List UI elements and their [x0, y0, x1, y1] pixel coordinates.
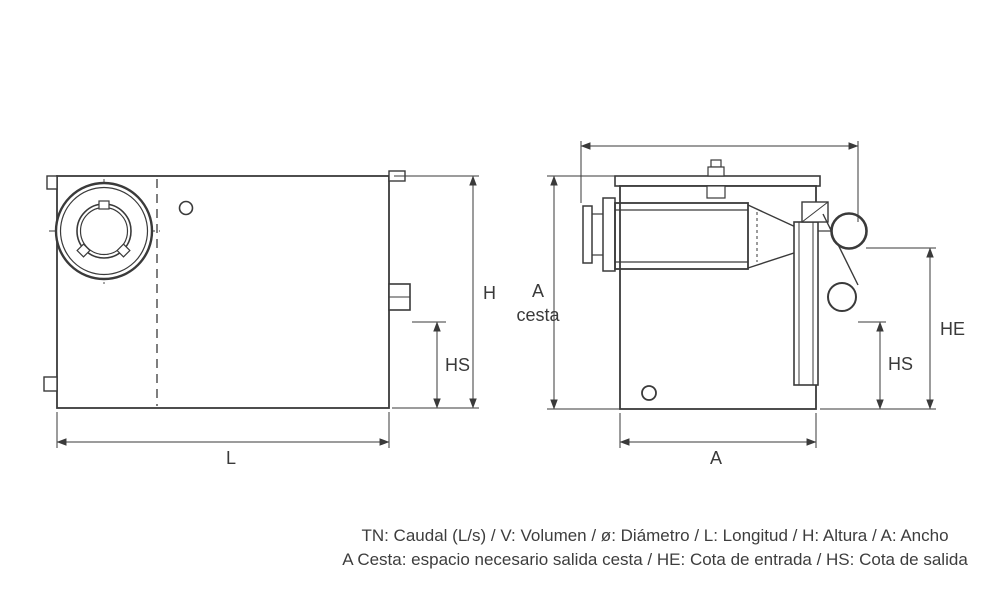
- dim-l: L: [56, 412, 390, 468]
- basket: [582, 197, 749, 272]
- front-view: A cesta HE HS A: [516, 141, 965, 468]
- legend-line-1: TN: Caudal (L/s) / V: Volumen / ø: Diáme…: [361, 526, 949, 545]
- dim-he: HE: [820, 247, 965, 410]
- dim-a-cesta-label-line2: cesta: [516, 305, 560, 325]
- side-view: H HS L: [43, 170, 496, 468]
- elbow-diagonal: [822, 213, 859, 286]
- lifting-lug-left: [46, 175, 58, 190]
- dim-basket-clearance: [580, 141, 859, 222]
- pipe-connections: [801, 201, 868, 312]
- wall-bracket: [43, 376, 58, 392]
- standpipe: [793, 221, 819, 386]
- basket-end-plate: [602, 197, 616, 272]
- pipe-top-fitting-diagonal: [801, 201, 829, 223]
- flange-outer-ring: [54, 181, 154, 281]
- dim-hs-front: HS: [858, 321, 913, 410]
- outlet-stub-side: [388, 283, 411, 311]
- basket-handle: [582, 205, 593, 264]
- dim-a-cesta-label-line1: A: [532, 281, 544, 301]
- legend-line-2: A Cesta: espacio necesario salida cesta …: [342, 550, 968, 569]
- tank-lid-front: [614, 175, 821, 187]
- dim-a-cesta: A cesta: [516, 175, 620, 410]
- legend: TN: Caudal (L/s) / V: Volumen / ø: Diáme…: [315, 524, 995, 572]
- standpipe-body: [793, 221, 819, 386]
- outlet-connection-circle: [827, 282, 857, 312]
- dim-hs-side: HS: [412, 321, 470, 409]
- basket-screen: [614, 202, 749, 270]
- dim-hs-front-label: HS: [888, 354, 913, 374]
- funnel-top-line: [747, 204, 801, 230]
- drain-hole: [641, 385, 657, 401]
- vent-hole: [178, 200, 194, 216]
- flange-notch-top: [98, 200, 110, 210]
- vent-fitting-cap: [710, 159, 722, 168]
- dim-hs-side-label: HS: [445, 355, 470, 375]
- flange-notch-left: [76, 243, 91, 258]
- dim-h: H: [392, 175, 496, 409]
- inlet-connection-circle: [830, 212, 868, 250]
- flange-notch-right: [116, 243, 131, 258]
- dim-a-label: A: [710, 448, 722, 468]
- dim-a: A: [619, 413, 817, 468]
- basket-top-bracket: [706, 185, 726, 199]
- vent-fitting-base: [707, 166, 725, 177]
- dim-he-label: HE: [940, 319, 965, 339]
- flange-bolt-circle: [59, 186, 149, 276]
- inlet-flange: [49, 179, 160, 284]
- dim-h-label: H: [483, 283, 496, 303]
- funnel: [747, 204, 801, 269]
- tank-body-front: [619, 185, 817, 410]
- dim-l-label: L: [226, 448, 236, 468]
- vent-fitting: [706, 159, 726, 199]
- funnel-bottom-line: [747, 250, 801, 269]
